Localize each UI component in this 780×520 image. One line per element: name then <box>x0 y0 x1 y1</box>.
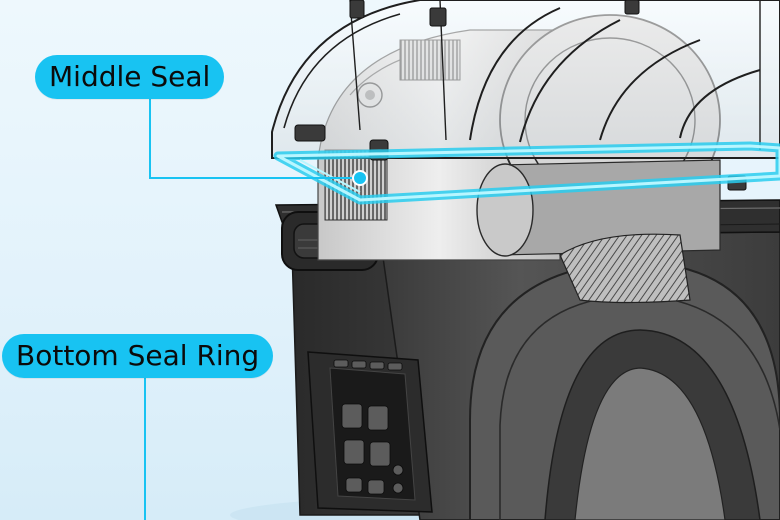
clear-hood <box>271 0 780 191</box>
callout-leaders <box>144 96 368 520</box>
middle-seal-leader-dot <box>352 170 368 186</box>
control-panel-keys <box>333 359 404 495</box>
middle-seal-label: Middle Seal <box>35 55 225 99</box>
middle-seal-highlight <box>273 141 780 205</box>
bottom-seal-ring-label: Bottom Seal Ring <box>2 334 274 378</box>
middle-seal-leader <box>149 96 360 179</box>
